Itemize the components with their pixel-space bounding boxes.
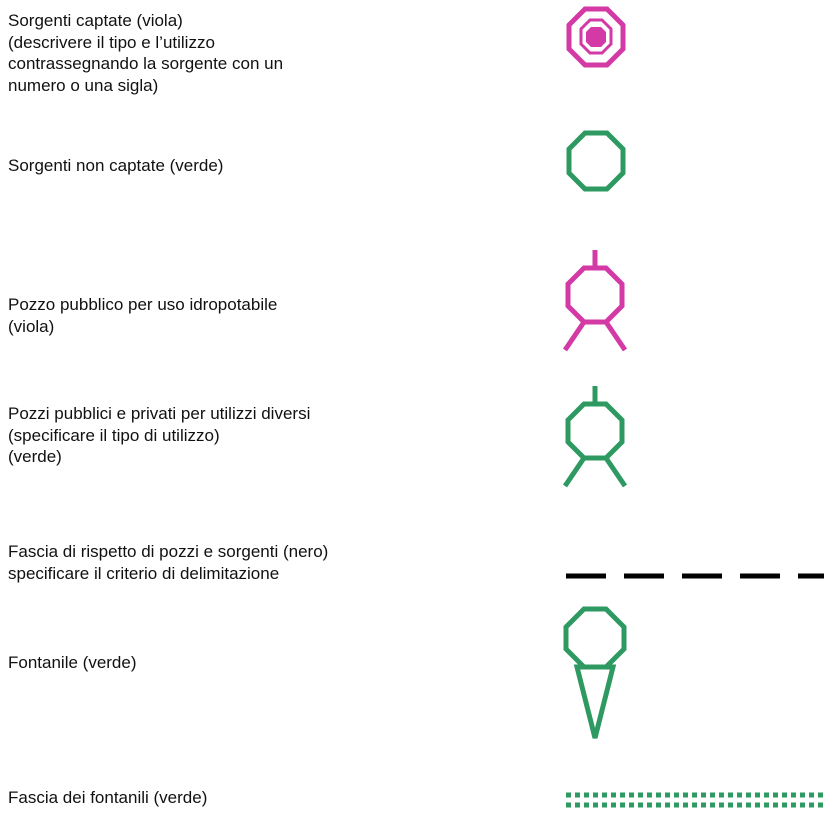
dashed-line-icon [566, 570, 828, 582]
octagon-with-spike-icon [560, 606, 630, 740]
label-line: Fontanile (verde) [8, 653, 137, 672]
well-icon [560, 248, 630, 352]
legend-label-fascia-rispetto: Fascia di rispetto di pozzi e sorgenti (… [8, 541, 328, 584]
dotted-double-line-icon [566, 792, 828, 808]
legend-label-fascia-fontanili: Fascia dei fontanili (verde) [8, 787, 207, 809]
octagon-outline [566, 6, 626, 68]
label-line: Pozzo pubblico per uso idropotabile [8, 295, 278, 314]
label-line: specificare il criterio di delimitazione [8, 563, 280, 583]
legend-label-pozzi-diversi: Pozzi pubblici e privati per utilizzi di… [8, 403, 310, 468]
octagon-dot [586, 27, 606, 47]
label-line: (specificare il tipo di utilizzo) [8, 425, 220, 445]
label-line: (viola) [8, 316, 55, 336]
label-line: (descrivere il tipo e l’utilizzo [8, 32, 215, 52]
label-line: Sorgenti non captate (verde) [8, 156, 224, 175]
label-line: numero o una sigla) [8, 75, 159, 95]
legend-label-sorgenti-captate: Sorgenti captate (viola) (descrivere il … [8, 10, 283, 96]
legend-label-sorgenti-non-captate: Sorgenti non captate (verde) [8, 155, 223, 177]
label-line: Sorgenti captate (viola) [8, 11, 183, 30]
octagon-icon [564, 130, 628, 194]
label-line: Fascia di rispetto di pozzi e sorgenti (… [8, 542, 329, 561]
label-line: (verde) [8, 447, 62, 466]
label-line: Pozzi pubblici e privati per utilizzi di… [8, 404, 311, 423]
octagon-inner [579, 18, 613, 55]
label-line: Fascia dei fontanili (verde) [8, 788, 208, 807]
legend-label-pozzo-pubblico: Pozzo pubblico per uso idropotabile (vio… [8, 294, 277, 337]
legend-label-fontanile: Fontanile (verde) [8, 652, 137, 674]
octagon-with-dot-icon [564, 6, 628, 70]
label-line: contrassegnando la sorgente con un [8, 54, 284, 73]
octagon-outline [566, 130, 626, 192]
well-icon [560, 386, 630, 490]
